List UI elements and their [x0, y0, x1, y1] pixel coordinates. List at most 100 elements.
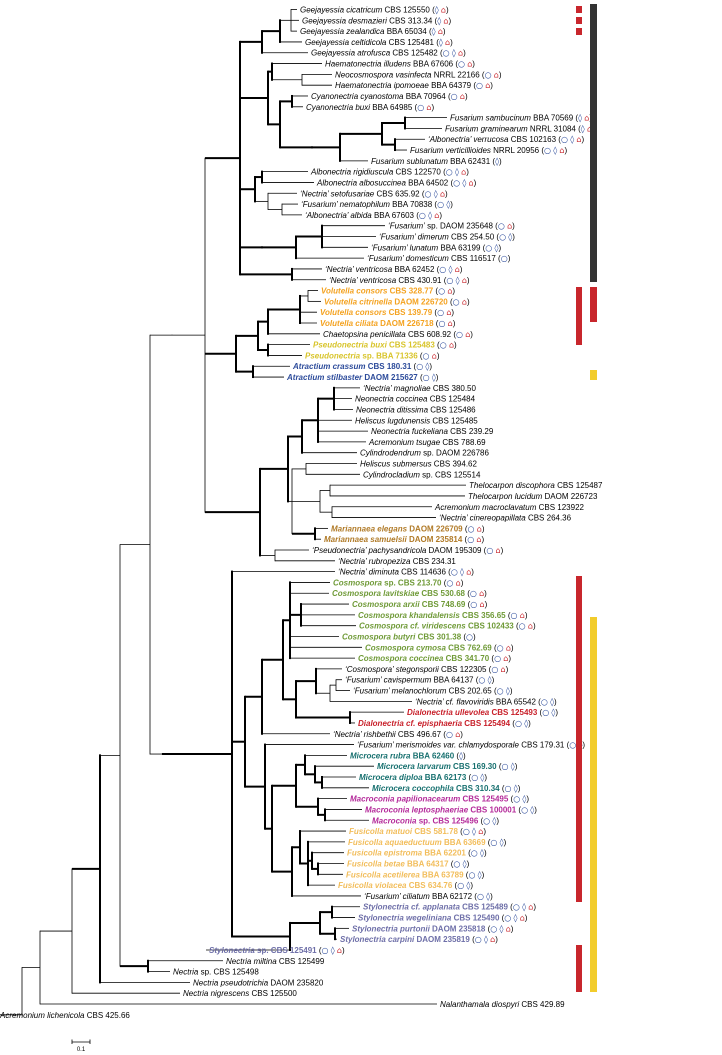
marker-paren: (	[432, 308, 437, 317]
taxon-name: Neocosmospora vasinfecta	[335, 70, 432, 79]
circle-marker-icon: ○	[322, 946, 329, 955]
diamond-marker-icon: ◊	[435, 6, 439, 15]
taxon-label: Fusicolla betae BBA 64317 (○ ◊)	[347, 859, 470, 868]
circle-marker-icon: ○	[471, 849, 478, 858]
taxon-name: Haematonectria ipomoeae	[335, 81, 429, 90]
strain-id: CBS 122305	[439, 665, 487, 674]
strain-id: CBS 394.62	[432, 460, 478, 469]
strain-id: CBS 254.50	[449, 233, 495, 242]
taxon-label: Neonectria coccinea CBS 125484	[355, 395, 476, 404]
marker-paren: (	[486, 838, 491, 847]
strain-id: CBS 301.38	[415, 632, 461, 641]
taxon-name: Stylonectria cf. applanata	[363, 903, 460, 912]
taxon-label: ‘Fusarium’ cavispermum BBA 64137 (○ ◊)	[345, 676, 495, 685]
taxon-name: Geejayessia zealandica	[300, 27, 385, 36]
diamond-marker-icon: ◊	[511, 762, 515, 771]
strain-id: NRRL 31084	[528, 124, 577, 133]
marker-paren: )	[470, 881, 473, 890]
circle-marker-icon: ○	[515, 719, 522, 728]
taxon-name: Cosmospora arxii	[352, 600, 420, 609]
clade-bar	[576, 287, 582, 345]
taxon-label: Volutella citrinella DAOM 226720 (○ ⌂)	[324, 297, 470, 306]
taxon-name: ‘Fusarium’ ciliatum	[364, 892, 430, 901]
diamond-marker-icon: ◊	[432, 373, 436, 382]
strain-id: DAOM 235818	[430, 924, 486, 933]
diamond-marker-icon: ◊	[570, 135, 574, 144]
house-marker-icon: ⌂	[490, 935, 495, 944]
taxon-label: ‘Fusarium’ lunatum BBA 63199 (○ ◊)	[371, 243, 501, 252]
marker-paren: (	[434, 319, 439, 328]
marker-paren: (	[573, 114, 578, 123]
circle-marker-icon: ○	[511, 611, 518, 620]
taxon-name: Cylindrocladium	[363, 470, 420, 479]
taxon-label: Nectria nigrescens CBS 125500	[183, 989, 297, 998]
house-marker-icon: ⌂	[462, 297, 467, 306]
taxon-label: Cosmospora coccinea CBS 341.70 (○ ⌂)	[358, 654, 511, 663]
circle-marker-icon: ○	[485, 70, 492, 79]
marker-paren: (	[461, 632, 466, 641]
taxon-name: Neonectria fuckeliana	[371, 427, 448, 436]
circle-marker-icon: ○	[438, 319, 445, 328]
taxon-name: Fusarium sambucinum	[450, 114, 531, 123]
house-marker-icon: ⌂	[480, 600, 485, 609]
taxon-label: Fusicolla matuoi CBS 581.78 (○ ◊ ⌂)	[349, 827, 486, 836]
marker-paren: )	[526, 795, 529, 804]
taxon-label: Stylonectria sp. CBS 125491 (○ ◊ ⌂)	[209, 946, 345, 955]
circle-marker-icon: ○	[417, 103, 424, 112]
taxon-label: ‘Fusarium’ melanochlorum CBS 202.65 (○ ◊…	[353, 687, 513, 696]
house-marker-icon: ⌂	[494, 70, 499, 79]
taxon-name: ‘Fusarium’ nematophilum	[301, 200, 390, 209]
house-marker-icon: ⌂	[496, 546, 501, 555]
strain-id: sp. CBS 125491	[255, 946, 317, 955]
house-marker-icon: ⌂	[337, 946, 342, 955]
taxon-label: Fusicolla epistroma BBA 62201 (○ ◊)	[347, 849, 487, 858]
taxon-name: ‘Nectria’ rishbethii	[333, 730, 396, 739]
strain-id: DAOM 226718	[378, 319, 434, 328]
taxon-name: ‘Nectria’ setofusariae	[300, 189, 375, 198]
house-marker-icon: ⌂	[506, 924, 511, 933]
diamond-marker-icon: ◊	[439, 38, 443, 47]
diamond-marker-icon: ◊	[506, 687, 510, 696]
strain-id: CBS 116517	[449, 254, 497, 263]
marker-paren: (	[435, 341, 440, 350]
marker-paren: (	[446, 92, 451, 101]
strain-id: CBS 139.79	[386, 308, 432, 317]
house-marker-icon: ⌂	[448, 319, 453, 328]
strain-id: CBS 125482	[390, 49, 438, 58]
circle-marker-icon: ○	[504, 914, 511, 923]
marker-paren: (	[414, 211, 419, 220]
marker-paren: )	[490, 892, 493, 901]
house-marker-icon: ⌂	[466, 568, 471, 577]
taxon-label: Acremonium tsugae CBS 788.69	[368, 438, 486, 447]
taxon-name: ‘Fusarium’ domesticum	[367, 254, 449, 263]
clade-bar	[576, 945, 582, 992]
strain-id: BBA 70569	[531, 114, 574, 123]
diamond-marker-icon: ◊	[446, 200, 450, 209]
taxon-name: ‘Nectria’ cf. flavoviridis	[415, 697, 494, 706]
taxon-label: Macroconia papilionacearum CBS 125495 (○…	[350, 795, 529, 804]
taxon-label: Dialonectria cf. episphaeria CBS 125494 …	[358, 719, 531, 728]
strain-id: BBA 64137	[431, 676, 474, 685]
taxon-labels: Geejayessia cicatricum CBS 125550 (◊ ⌂)G…	[0, 6, 603, 1020]
marker-paren: )	[511, 643, 514, 652]
strain-id: BBA 67603	[372, 211, 415, 220]
marker-paren: (	[448, 178, 453, 187]
strain-id: BBA 62173	[423, 773, 467, 782]
strain-id: CBS 125500	[249, 989, 297, 998]
taxon-name: Fusicolla aquaeductuum	[348, 838, 442, 847]
taxon-name: Stylonectria	[209, 946, 255, 955]
taxon-name: Heliscus lugdunensis	[355, 416, 430, 425]
circle-marker-icon: ○	[423, 351, 430, 360]
house-marker-icon: ⌂	[477, 524, 482, 533]
house-marker-icon: ⌂	[443, 16, 448, 25]
diamond-marker-icon: ◊	[522, 795, 526, 804]
strain-id: BBA 65542	[494, 697, 537, 706]
circle-marker-icon: ○	[497, 643, 504, 652]
circle-marker-icon: ○	[476, 81, 483, 90]
diamond-marker-icon: ◊	[478, 870, 482, 879]
taxon-label: Microcera coccophila CBS 310.34 (○ ◊)	[372, 784, 521, 793]
taxon-label: Geejayessia celtidicola CBS 125481 (◊ ⌂)	[305, 38, 453, 47]
taxon-name: ‘Cosmospora’ stegonsporii	[345, 665, 439, 674]
circle-marker-icon: ○	[471, 773, 478, 782]
circle-marker-icon: ○	[499, 233, 506, 242]
